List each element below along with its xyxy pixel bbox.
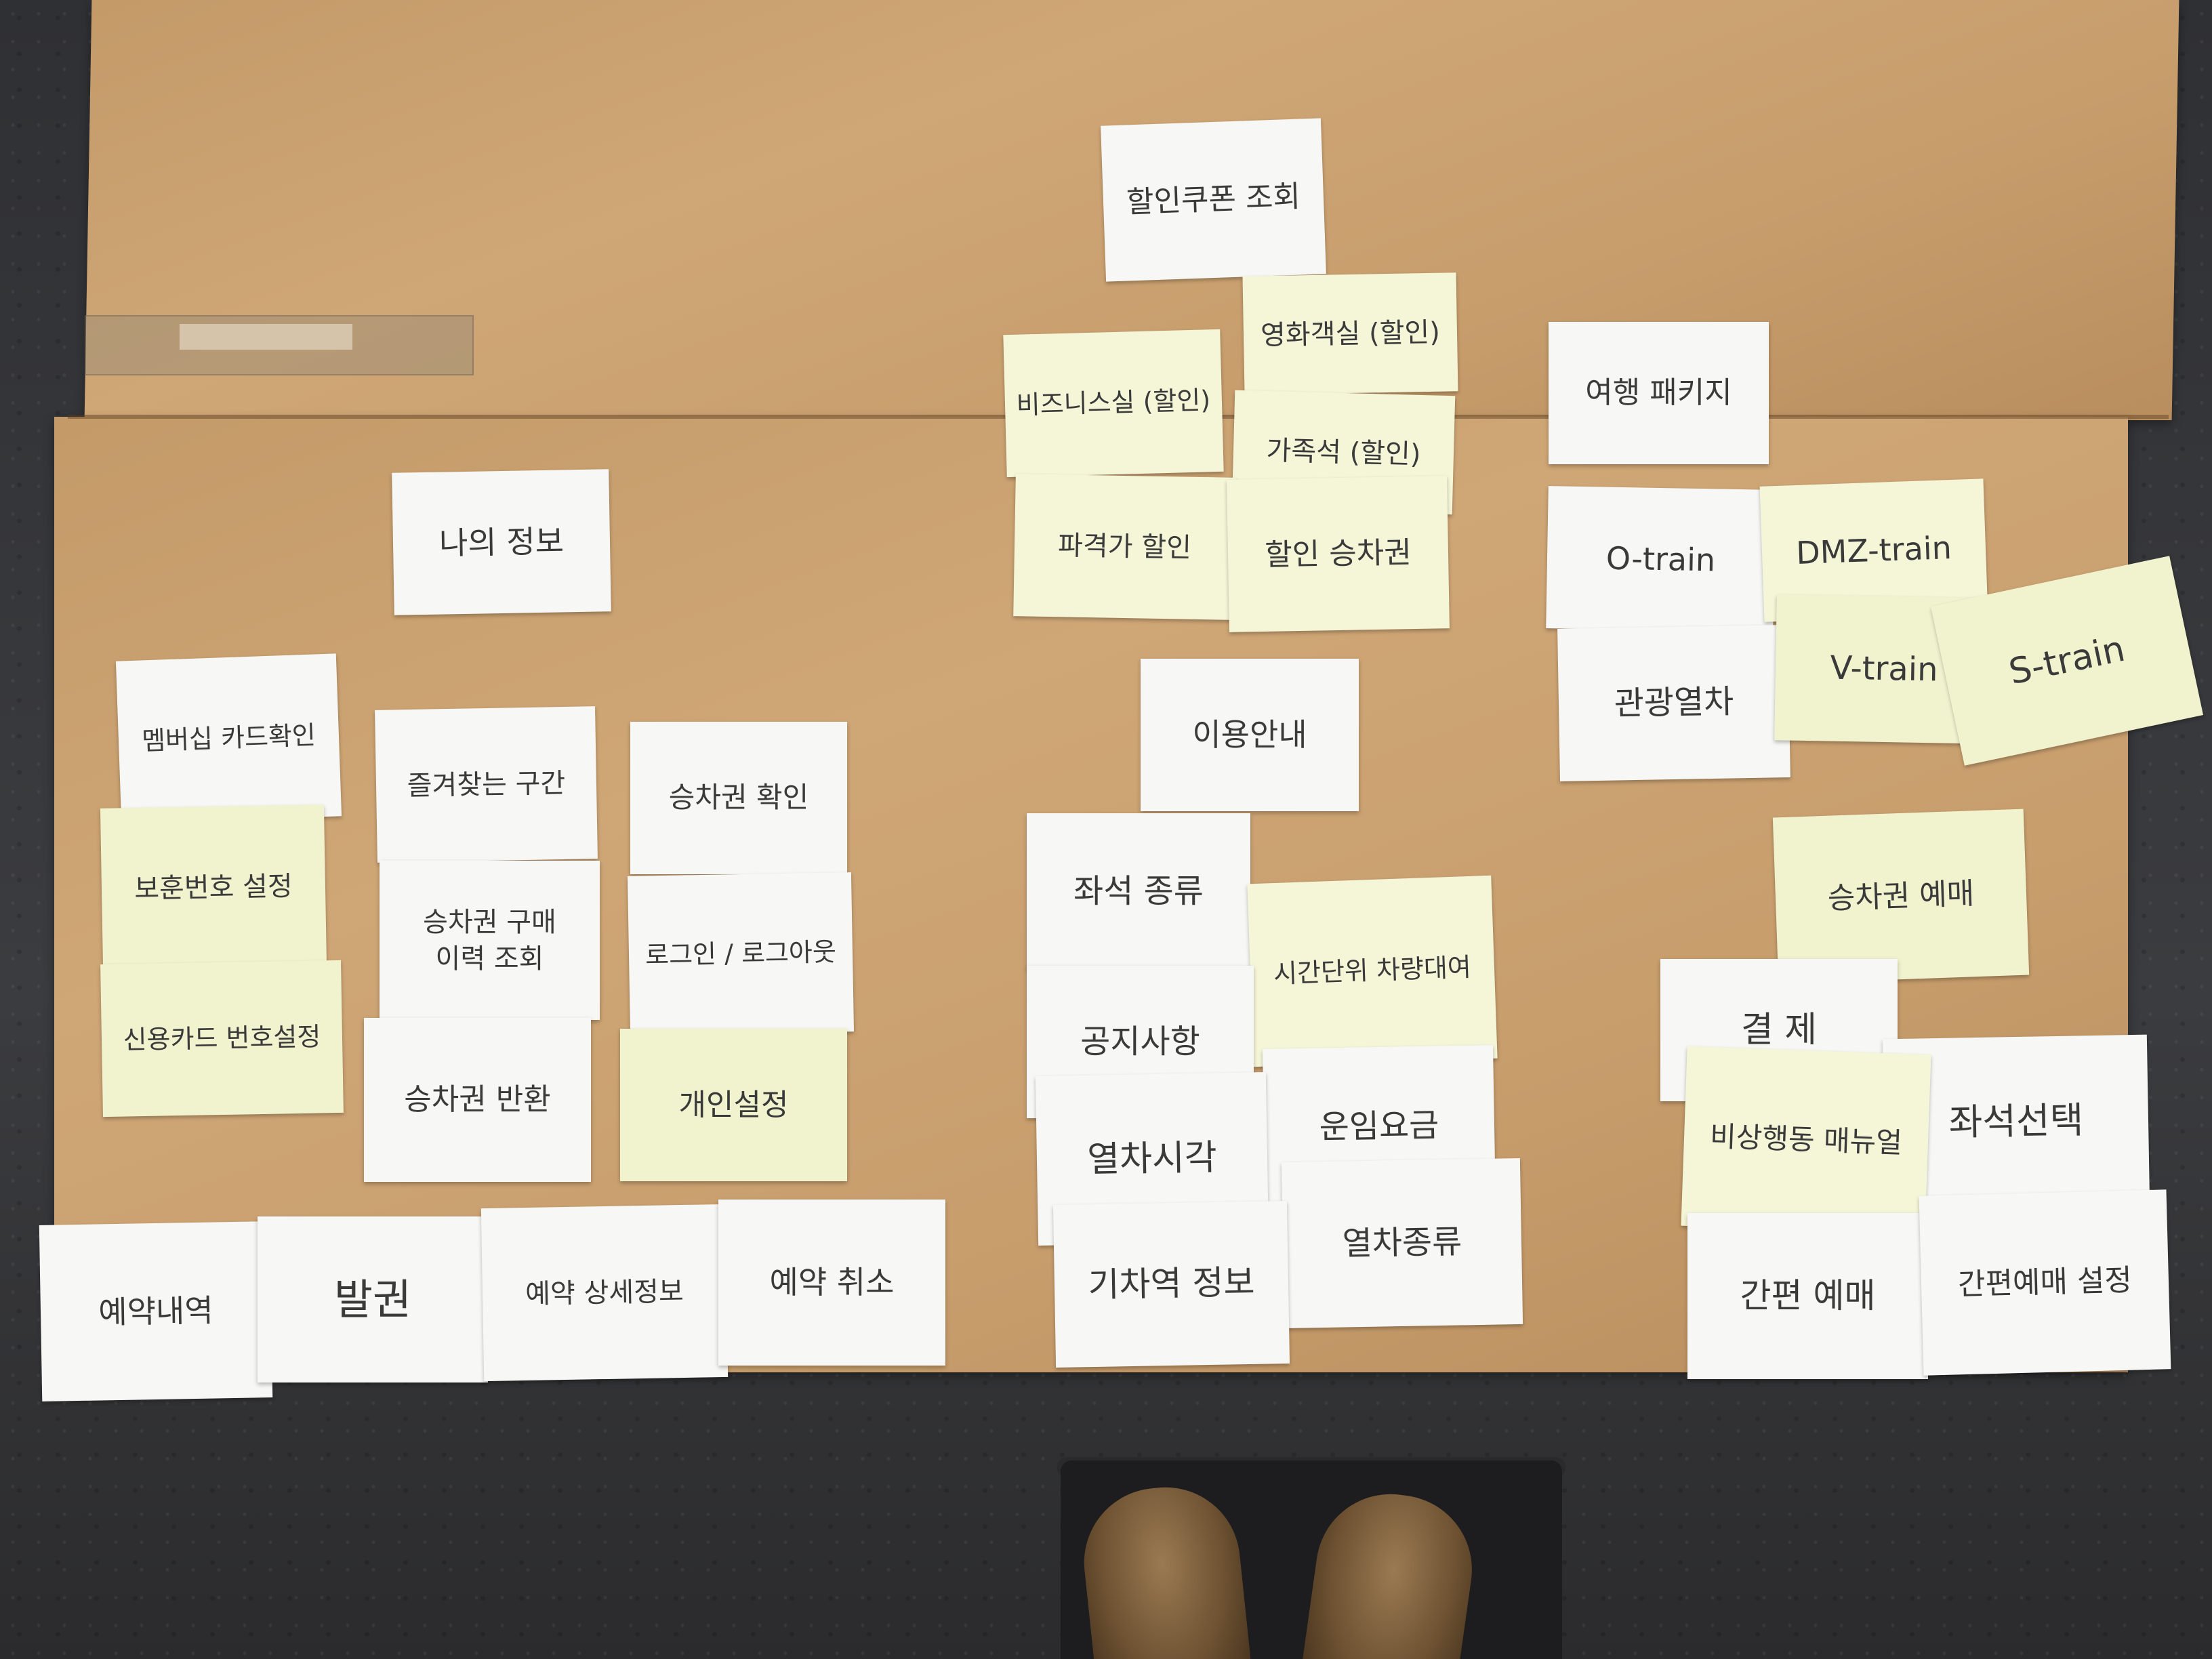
note-quick-booking: 간편 예매: [1687, 1213, 1928, 1379]
note-ticket-booking: 승차권 예매: [1772, 808, 2030, 984]
note-seat-types: 좌석 종류: [1027, 813, 1250, 969]
note-my-info: 나의 정보: [392, 469, 611, 615]
note-bargain: 파격가 할인: [1013, 474, 1236, 620]
note-business-room: 비즈니스실 (할인): [1003, 329, 1224, 478]
note-movie-room: 영화객실 (할인): [1242, 272, 1458, 395]
note-reservation-detail: 예약 상세정보: [480, 1204, 729, 1382]
note-hourly-rental: 시간단위 차량대여: [1247, 875, 1498, 1067]
note-security-code: 보훈번호 설정: [100, 804, 327, 971]
note-usage-guide: 이용안내: [1141, 659, 1359, 811]
note-reservation-list: 예약내역: [39, 1221, 273, 1401]
note-tour-train: 관광열차: [1557, 625, 1790, 781]
note-personal-settings: 개인설정: [620, 1029, 847, 1181]
note-ticket-check: 승차권 확인: [630, 722, 847, 874]
note-favorite-route: 즐겨찾는 구간: [375, 706, 598, 863]
note-purchase-history: 승차권 구매 이력 조회: [380, 861, 600, 1020]
tape-label: [180, 324, 352, 350]
note-quick-booking-settings: 간편예매 설정: [1919, 1189, 2171, 1376]
note-emergency-manual: 비상행동 매뉴얼: [1681, 1046, 1931, 1235]
note-credit-card: 신용카드 번호설정: [100, 960, 344, 1118]
note-train-types: 열차종류: [1281, 1158, 1523, 1329]
note-membership: 멤버십 카드확인: [115, 653, 342, 824]
note-discount-coupon: 할인쿠폰 조회: [1101, 118, 1326, 282]
note-discount-ticket: 할인 승차권: [1227, 476, 1450, 632]
note-travel-package: 여행 패키지: [1549, 322, 1769, 464]
note-ticket-refund: 승차권 반환: [364, 1018, 591, 1182]
note-issue: 발권: [258, 1216, 488, 1382]
note-login-logout: 로그인 / 로그아웃: [627, 872, 855, 1036]
note-reservation-cancel: 예약 취소: [718, 1200, 945, 1366]
note-station-info: 기차역 정보: [1052, 1201, 1290, 1368]
note-o-train: O-train: [1546, 486, 1776, 632]
